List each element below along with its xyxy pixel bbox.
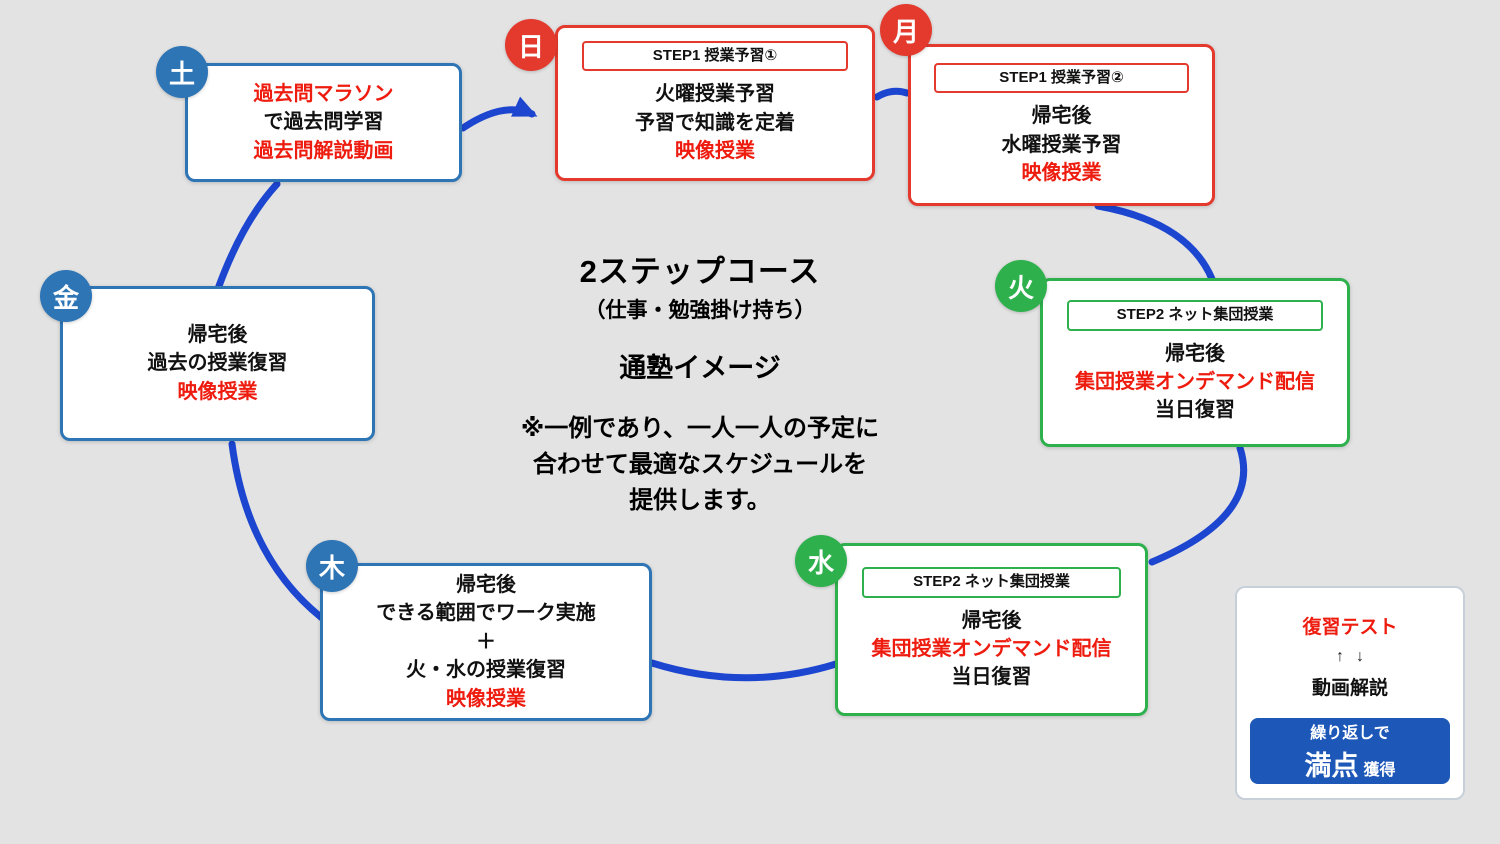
review-test-label: 復習テスト xyxy=(1302,617,1398,638)
card-line: 集団授業オンデマンド配信 xyxy=(1075,371,1315,394)
step1-label: STEP1 授業予習① xyxy=(582,40,848,72)
up-down-arrows-icon: ↑↓ xyxy=(1237,648,1463,666)
video-explanation-label: 動画解説 xyxy=(1311,678,1388,699)
arrow-fri-to-sat xyxy=(215,180,281,290)
step2-label: STEP2 ネット集団授業 xyxy=(861,567,1122,598)
card-line: 過去問マラソン xyxy=(253,82,394,105)
card-line: 映像授業 xyxy=(177,380,258,403)
day-card-thursday: 帰宅後 できる範囲でワーク実施 ＋ 火・水の授業復習 映像授業 xyxy=(320,563,652,721)
day-badge-saturday: 土 xyxy=(156,46,208,98)
note-line: ※一例であり、一人一人の予定に xyxy=(520,415,880,442)
acquire-text: 獲得 xyxy=(1363,762,1396,779)
card-line: 帰宅後 xyxy=(1165,342,1225,365)
card-line: 映像授業 xyxy=(446,687,526,710)
card-line: できる範囲でワーク実施 xyxy=(376,602,596,625)
day-badge-thursday: 木 xyxy=(306,540,358,592)
card-line: 映像授業 xyxy=(675,139,755,162)
day-card-wednesday: STEP2 ネット集団授業 帰宅後 集団授業オンデマンド配信 当日復習 xyxy=(835,543,1148,716)
arrow-mon-to-tue xyxy=(1094,202,1216,283)
cta-top-label: 繰り返しで xyxy=(1310,725,1390,742)
arrow-sun-to-mon xyxy=(873,87,911,101)
card-line: 帰宅後 xyxy=(456,574,516,597)
card-line: 当日復習 xyxy=(1155,399,1235,422)
course-heading: 通塾イメージ xyxy=(619,353,781,383)
day-badge-sunday: 日 xyxy=(505,19,557,71)
down-arrow-icon: ↓ xyxy=(1356,648,1364,665)
day-card-tuesday: STEP2 ネット集団授業 帰宅後 集団授業オンデマンド配信 当日復習 xyxy=(1040,278,1350,447)
step2-label: STEP2 ネット集団授業 xyxy=(1066,300,1324,331)
arrow-tue-to-wed xyxy=(1148,444,1248,566)
card-line: 帰宅後 xyxy=(1031,105,1092,128)
perfect-score-text: 満点 xyxy=(1304,751,1359,781)
cta-bottom-label: 満点 獲得 xyxy=(1304,744,1395,783)
card-line: 火曜授業予習 xyxy=(655,83,775,106)
card-line: 帰宅後 xyxy=(187,323,248,346)
day-badge-tuesday: 火 xyxy=(995,260,1047,312)
day-card-sunday: STEP1 授業予習① 火曜授業予習 予習で知識を定着 映像授業 xyxy=(555,25,875,181)
arrow-sat-to-sun xyxy=(459,96,538,132)
card-line: 過去問解説動画 xyxy=(253,139,394,162)
note-line: 提供します。 xyxy=(629,487,771,514)
note-line: 合わせて最適なスケジュールを xyxy=(532,451,868,478)
day-card-friday: 帰宅後 過去の授業復習 映像授業 xyxy=(60,286,375,441)
arrow-thu-to-fri xyxy=(228,440,326,622)
card-line: 当日復習 xyxy=(951,666,1032,689)
card-line: 予習で知識を定着 xyxy=(635,111,795,134)
card-line: で過去問学習 xyxy=(263,111,384,134)
step1-label: STEP1 授業予習② xyxy=(934,62,1189,94)
card-line: ＋ xyxy=(476,630,496,653)
arrow-wed-to-thu xyxy=(648,659,840,682)
review-panel: 復習テスト ↑↓ 動画解説 繰り返しで 満点 獲得 xyxy=(1235,586,1465,800)
course-title: 2ステップコース xyxy=(579,254,821,289)
course-note: ※一例であり、一人一人の予定に 合わせて最適なスケジュールを 提供します。 xyxy=(440,411,960,519)
course-subtitle: （仕事・勉強掛け持ち） xyxy=(584,299,816,322)
up-arrow-icon: ↑ xyxy=(1336,648,1344,665)
day-card-saturday: 過去問マラソン で過去問学習 過去問解説動画 xyxy=(185,63,462,182)
card-line: 火・水の授業復習 xyxy=(406,659,566,682)
card-line: 帰宅後 xyxy=(961,609,1022,632)
card-line: 集団授業オンデマンド配信 xyxy=(871,638,1112,661)
day-card-monday: STEP1 授業予習② 帰宅後 水曜授業予習 映像授業 xyxy=(908,44,1215,206)
center-title-block: 2ステップコース （仕事・勉強掛け持ち） 通塾イメージ ※一例であり、一人一人の… xyxy=(440,246,960,519)
card-line: 水曜授業予習 xyxy=(1001,133,1122,156)
day-badge-wednesday: 水 xyxy=(795,535,847,587)
day-badge-friday: 金 xyxy=(40,270,92,322)
day-badge-monday: 月 xyxy=(880,4,932,56)
card-line: 過去の授業復習 xyxy=(147,352,288,375)
perfect-score-box: 繰り返しで 満点 獲得 xyxy=(1250,718,1450,784)
card-line: 映像授業 xyxy=(1021,161,1102,184)
